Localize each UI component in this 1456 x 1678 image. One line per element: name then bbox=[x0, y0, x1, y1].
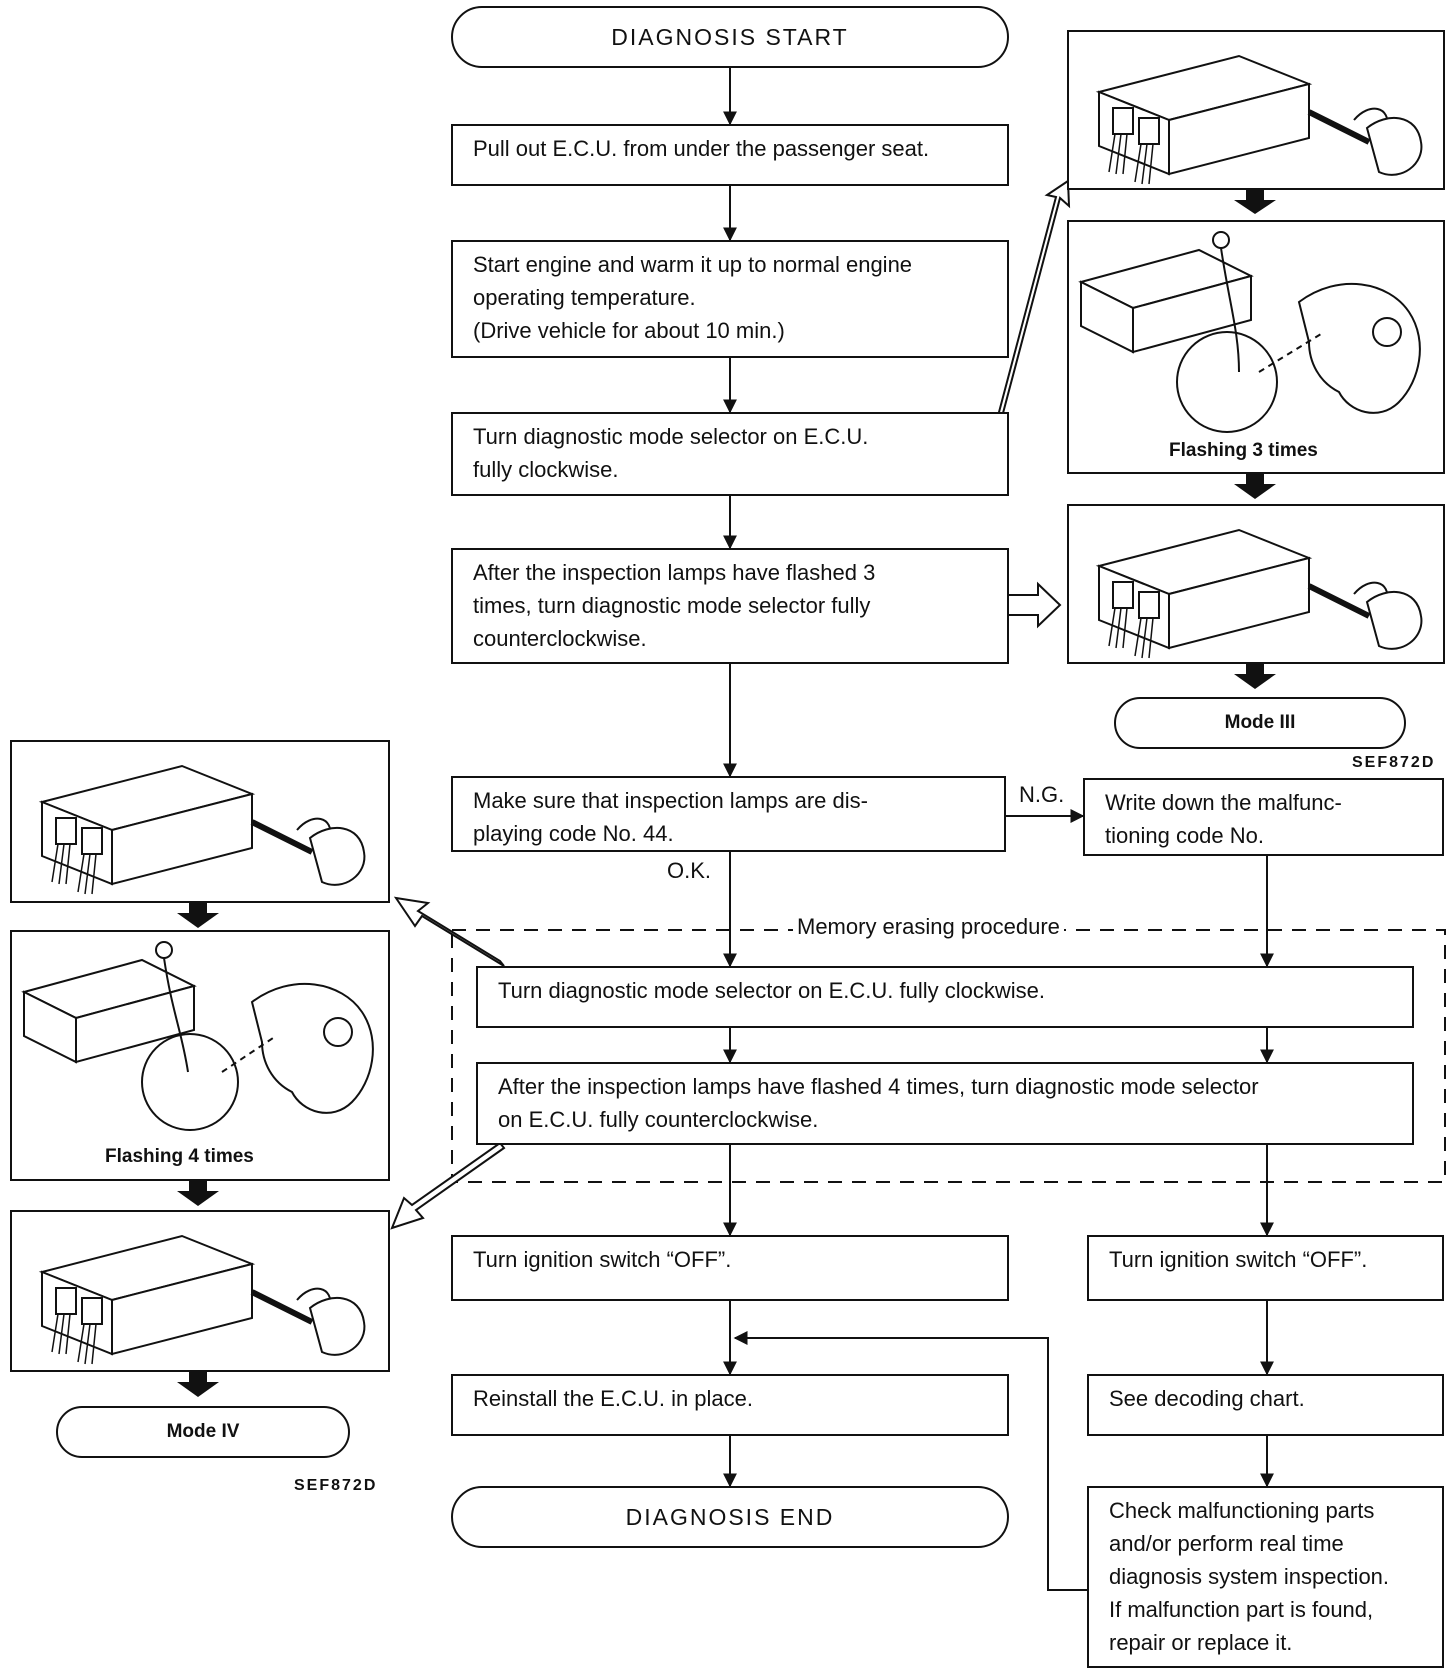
memory-step-counterclockwise-line-1: After the inspection lamps have flashed … bbox=[498, 1074, 1259, 1099]
step-write-down-line-2: tioning code No. bbox=[1105, 823, 1264, 848]
illustration-turn-clockwise-left bbox=[10, 740, 390, 903]
step-see-decoding-chart-text: See decoding chart. bbox=[1109, 1386, 1305, 1411]
diagnosis-end-terminal: DIAGNOSIS END bbox=[451, 1486, 1009, 1548]
memory-erasing-label: Memory erasing procedure bbox=[793, 914, 1064, 940]
step-counterclockwise-line-2: times, turn diagnostic mode selector ful… bbox=[473, 593, 871, 618]
step-reinstall-ecu: Reinstall the E.C.U. in place. bbox=[451, 1374, 1009, 1436]
step-turn-selector-clockwise: Turn diagnostic mode selector on E.C.U. … bbox=[451, 412, 1009, 496]
step-warm-up-line-1: Start engine and warm it up to normal en… bbox=[473, 252, 913, 277]
step-clockwise-line-2: fully clockwise. bbox=[473, 457, 619, 482]
mode-iv-terminal: Mode IV bbox=[56, 1406, 350, 1458]
step-see-decoding-chart: See decoding chart. bbox=[1087, 1374, 1444, 1436]
step-check-line-2: and/or perform real time bbox=[1109, 1531, 1344, 1556]
ng-label: N.G. bbox=[1015, 782, 1069, 808]
step-check-code-line-1: Make sure that inspection lamps are dis- bbox=[473, 788, 868, 813]
step-ignition-off-left-text: Turn ignition switch “OFF”. bbox=[473, 1247, 732, 1272]
memory-step-counterclockwise-line-2: on E.C.U. fully counterclockwise. bbox=[498, 1107, 819, 1132]
step-reinstall-ecu-text: Reinstall the E.C.U. in place. bbox=[473, 1386, 754, 1411]
step-warm-up-engine: Start engine and warm it up to normal en… bbox=[451, 240, 1009, 358]
step-check-line-4: If malfunction part is found, bbox=[1109, 1597, 1374, 1622]
step-check-line-5: repair or replace it. bbox=[1109, 1630, 1293, 1655]
flashing-3-times-caption: Flashing 3 times bbox=[1169, 440, 1318, 461]
step-warm-up-line-2: operating temperature. bbox=[473, 285, 696, 310]
flashing-4-times-caption: Flashing 4 times bbox=[105, 1146, 254, 1167]
step-counterclockwise-line-3: counterclockwise. bbox=[473, 626, 647, 651]
ecu-lamp-observer-drawing bbox=[1078, 231, 1421, 433]
memory-step-clockwise: Turn diagnostic mode selector on E.C.U. … bbox=[476, 966, 1414, 1028]
ecu-screwdriver-counterclockwise-drawing bbox=[1095, 528, 1423, 659]
step-counterclockwise-line-1: After the inspection lamps have flashed … bbox=[473, 560, 876, 585]
step-ignition-off-right-text: Turn ignition switch “OFF”. bbox=[1109, 1247, 1368, 1272]
illustration-turn-counterclockwise-right bbox=[1067, 504, 1445, 664]
mode-iii-terminal: Mode III bbox=[1114, 697, 1406, 749]
ecu-screwdriver-clockwise-drawing bbox=[1095, 54, 1423, 185]
reference-code-right: SEF872D bbox=[1352, 754, 1436, 771]
diagnosis-start-terminal: DIAGNOSIS START bbox=[451, 6, 1009, 68]
step-check-code-line-2: playing code No. 44. bbox=[473, 821, 674, 846]
diagnosis-start-label: DIAGNOSIS START bbox=[611, 23, 849, 50]
step-pull-out-ecu-text: Pull out E.C.U. from under the passenger… bbox=[473, 136, 930, 161]
memory-step-clockwise-text: Turn diagnostic mode selector on E.C.U. … bbox=[498, 978, 1045, 1003]
reference-code-left: SEF872D bbox=[294, 1477, 378, 1494]
step-check-malfunctioning-parts: Check malfunctioning parts and/or perfor… bbox=[1087, 1486, 1444, 1668]
step-check-code-44: Make sure that inspection lamps are dis-… bbox=[451, 776, 1006, 852]
step-ignition-off-right: Turn ignition switch “OFF”. bbox=[1087, 1235, 1444, 1301]
mode-iv-label: Mode IV bbox=[166, 1421, 240, 1442]
step-check-line-1: Check malfunctioning parts bbox=[1109, 1498, 1375, 1523]
ecu-screwdriver-clockwise-drawing-left bbox=[38, 764, 366, 895]
illustration-flashing-3-times: Flashing 3 times bbox=[1067, 220, 1445, 474]
illustration-turn-counterclockwise-left bbox=[10, 1210, 390, 1372]
diagnosis-end-label: DIAGNOSIS END bbox=[625, 1503, 835, 1530]
ecu-screwdriver-counterclockwise-drawing-left bbox=[38, 1234, 366, 1365]
step-check-line-3: diagnosis system inspection. bbox=[1109, 1564, 1390, 1589]
memory-step-counterclockwise: After the inspection lamps have flashed … bbox=[476, 1062, 1414, 1145]
ok-label: O.K. bbox=[663, 858, 716, 884]
step-clockwise-line-1: Turn diagnostic mode selector on E.C.U. bbox=[473, 424, 869, 449]
step-turn-selector-counterclockwise: After the inspection lamps have flashed … bbox=[451, 548, 1009, 664]
illustration-turn-clockwise-right bbox=[1067, 30, 1445, 190]
illustration-flashing-4-times: Flashing 4 times bbox=[10, 930, 390, 1181]
mode-iii-label: Mode III bbox=[1224, 712, 1296, 733]
ecu-lamp-observer-drawing-left bbox=[21, 941, 374, 1131]
step-ignition-off-left: Turn ignition switch “OFF”. bbox=[451, 1235, 1009, 1301]
step-warm-up-line-3: (Drive vehicle for about 10 min.) bbox=[473, 318, 785, 343]
step-write-down-line-1: Write down the malfunc- bbox=[1105, 790, 1342, 815]
step-pull-out-ecu: Pull out E.C.U. from under the passenger… bbox=[451, 124, 1009, 186]
step-write-down-code: Write down the malfunc- tioning code No. bbox=[1083, 778, 1444, 856]
